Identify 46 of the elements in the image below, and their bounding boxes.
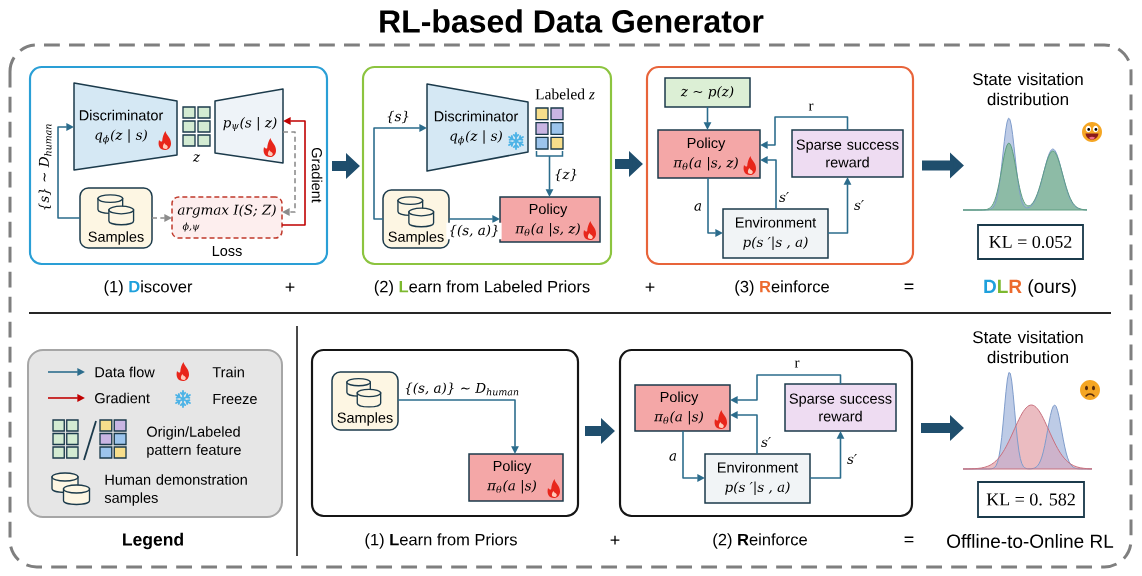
prior-box: z ∼ p(z) (664, 77, 751, 108)
reward-box: Sparse success reward (791, 129, 904, 178)
edge-label: a (692, 201, 705, 213)
method-label: Offline-to-Online RL (947, 534, 1114, 548)
equals-sign: = (904, 536, 914, 543)
edge-label: a (667, 451, 680, 463)
panel-title: (1) Discover (104, 280, 193, 296)
encoder-trapezoid: Discriminator q$_{ϕ}$(z | s) (426, 83, 529, 172)
environment-box: Environment p(s ′|s , a) (722, 208, 829, 259)
edge-label: r (792, 358, 802, 370)
arrow (281, 117, 306, 226)
grid-label: z (192, 154, 201, 162)
plus-sign: + (645, 282, 655, 292)
equals-sign: = (904, 283, 914, 290)
arrow (57, 123, 81, 219)
panel-title: (3) Reinforce (735, 280, 829, 296)
result-box: KL = 0.052 (977, 224, 1084, 260)
encoder-trapezoid: Discriminator q$_{ϕ}$(z | s) (73, 82, 178, 171)
legend-label: Gradient (95, 392, 150, 404)
plus-sign: + (610, 535, 620, 545)
loss-box: argmax I(S; Z) ϕ,ψ (171, 196, 283, 239)
method-label: DLR (ours) (984, 279, 1076, 297)
legend-title: Legend (123, 532, 183, 550)
policy-box: Policy π$_{θ}$(a |s, z) (499, 196, 601, 243)
chart-title: State visitation distribution (973, 72, 1083, 106)
dashed-arrow (282, 131, 296, 216)
policy-box: Policy π$_{θ}$(a |s, z) (657, 129, 761, 179)
reward-box: Sparse success reward (784, 383, 897, 432)
title: RL-based Data Generator (380, 9, 764, 33)
legend-label: Origin/Labeled pattern feature (147, 426, 241, 458)
grid-label: Labeled z (535, 88, 595, 100)
policy-box: Policy π$_{θ}$(a |s) (634, 384, 731, 432)
panel-title: (2) Reinforce (713, 533, 807, 549)
chart-title: State visitation distribution (973, 330, 1083, 364)
legend-label: Human demonstration samples (104, 474, 247, 506)
result-box: KL = 0. 582 (977, 481, 1085, 518)
policy-box: Policy π$_{θ}$(a |s) (468, 453, 564, 502)
legend-label: Train (212, 366, 244, 378)
panel-title: (2) Learn from Labeled Priors (374, 280, 590, 296)
panel-title: (1) Learn from Priors (365, 533, 517, 549)
legend-label: Data flow (95, 366, 155, 378)
edge-label: r (806, 101, 816, 113)
legend-label: Freeze (213, 393, 257, 405)
environment-box: Environment p(s ′|s , a) (704, 453, 811, 504)
loss-label: Loss (212, 245, 242, 257)
plus-sign: + (285, 282, 295, 292)
